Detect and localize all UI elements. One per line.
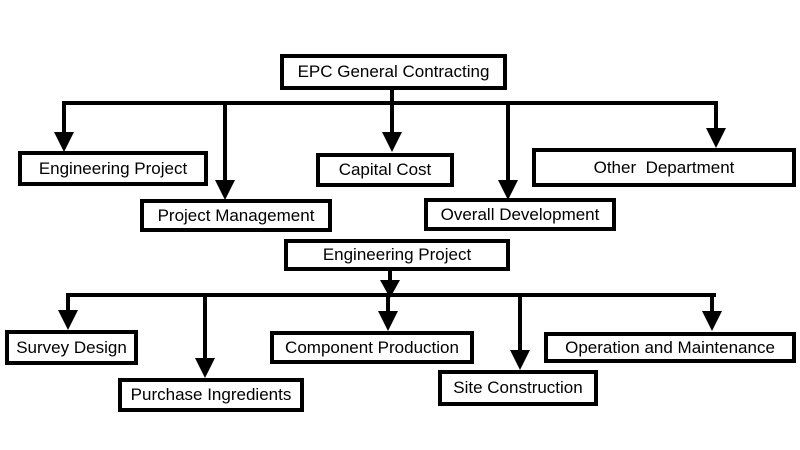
arrow-head — [702, 311, 722, 331]
arrow-head — [54, 132, 74, 152]
arrow-head — [58, 310, 78, 330]
node-operation-and-maintenance: Operation and Maintenance — [544, 332, 796, 363]
arrow-head — [498, 180, 518, 200]
node-engineering-project: Engineering Project — [18, 151, 208, 186]
node-capital-cost: Capital Cost — [316, 153, 454, 187]
node-engineering-project-sub: Engineering Project — [284, 239, 510, 271]
node-component-production: Component Production — [270, 331, 474, 364]
arrow-head — [215, 180, 235, 200]
arrow-head — [195, 358, 215, 378]
arrow-head — [510, 350, 530, 370]
node-project-management: Project Management — [140, 199, 332, 232]
node-other-department: Other Department — [532, 148, 796, 187]
arrow-head — [380, 280, 400, 298]
arrow-head — [382, 132, 402, 152]
arrow-head — [706, 128, 726, 148]
node-epc-general-contracting: EPC General Contracting — [280, 54, 507, 90]
node-overall-development: Overall Development — [424, 198, 616, 231]
node-purchase-ingredients: Purchase Ingredients — [118, 378, 304, 412]
node-survey-design: Survey Design — [5, 330, 138, 365]
arrow-head — [378, 311, 398, 331]
node-site-construction: Site Construction — [438, 370, 598, 406]
